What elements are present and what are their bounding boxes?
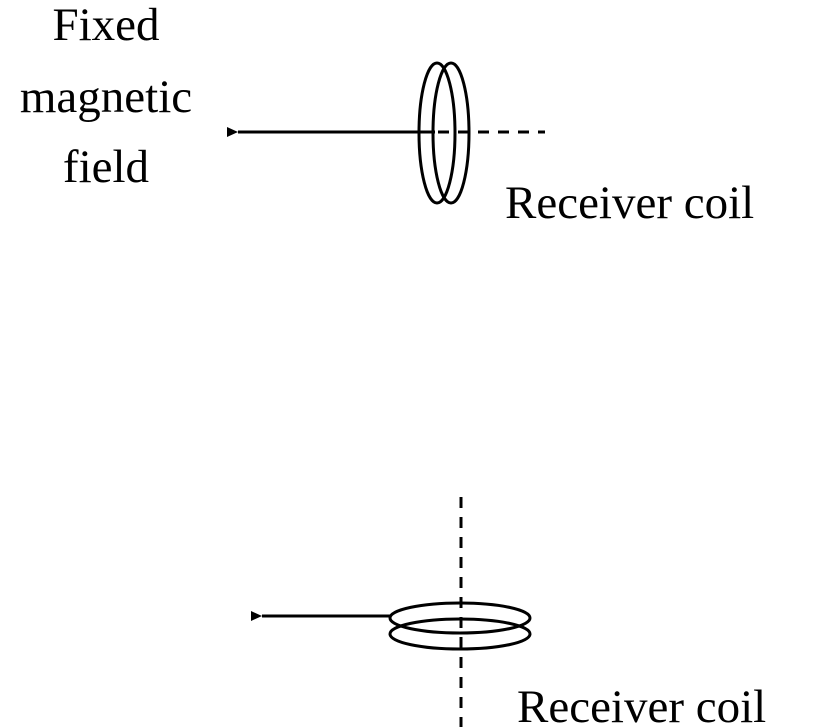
- top-coil-loop-2: [431, 61, 471, 205]
- bottom-coil-loop-2: [388, 617, 532, 651]
- field-label-line-1: Fixed: [52, 0, 159, 51]
- field-label-line-3: field: [63, 141, 149, 193]
- field-label-line-2: magnetic: [20, 71, 192, 123]
- bottom-coil-loop-1: [388, 601, 532, 635]
- top-coil-loop-1: [417, 61, 457, 205]
- bottom-configuration: Receiver coil: [251, 497, 766, 727]
- field-label: Fixed magnetic field: [20, 0, 192, 193]
- bottom-coil-label: Receiver coil: [517, 681, 766, 727]
- top-coil-label: Receiver coil: [505, 177, 754, 229]
- top-configuration: Receiver coil: [227, 61, 754, 229]
